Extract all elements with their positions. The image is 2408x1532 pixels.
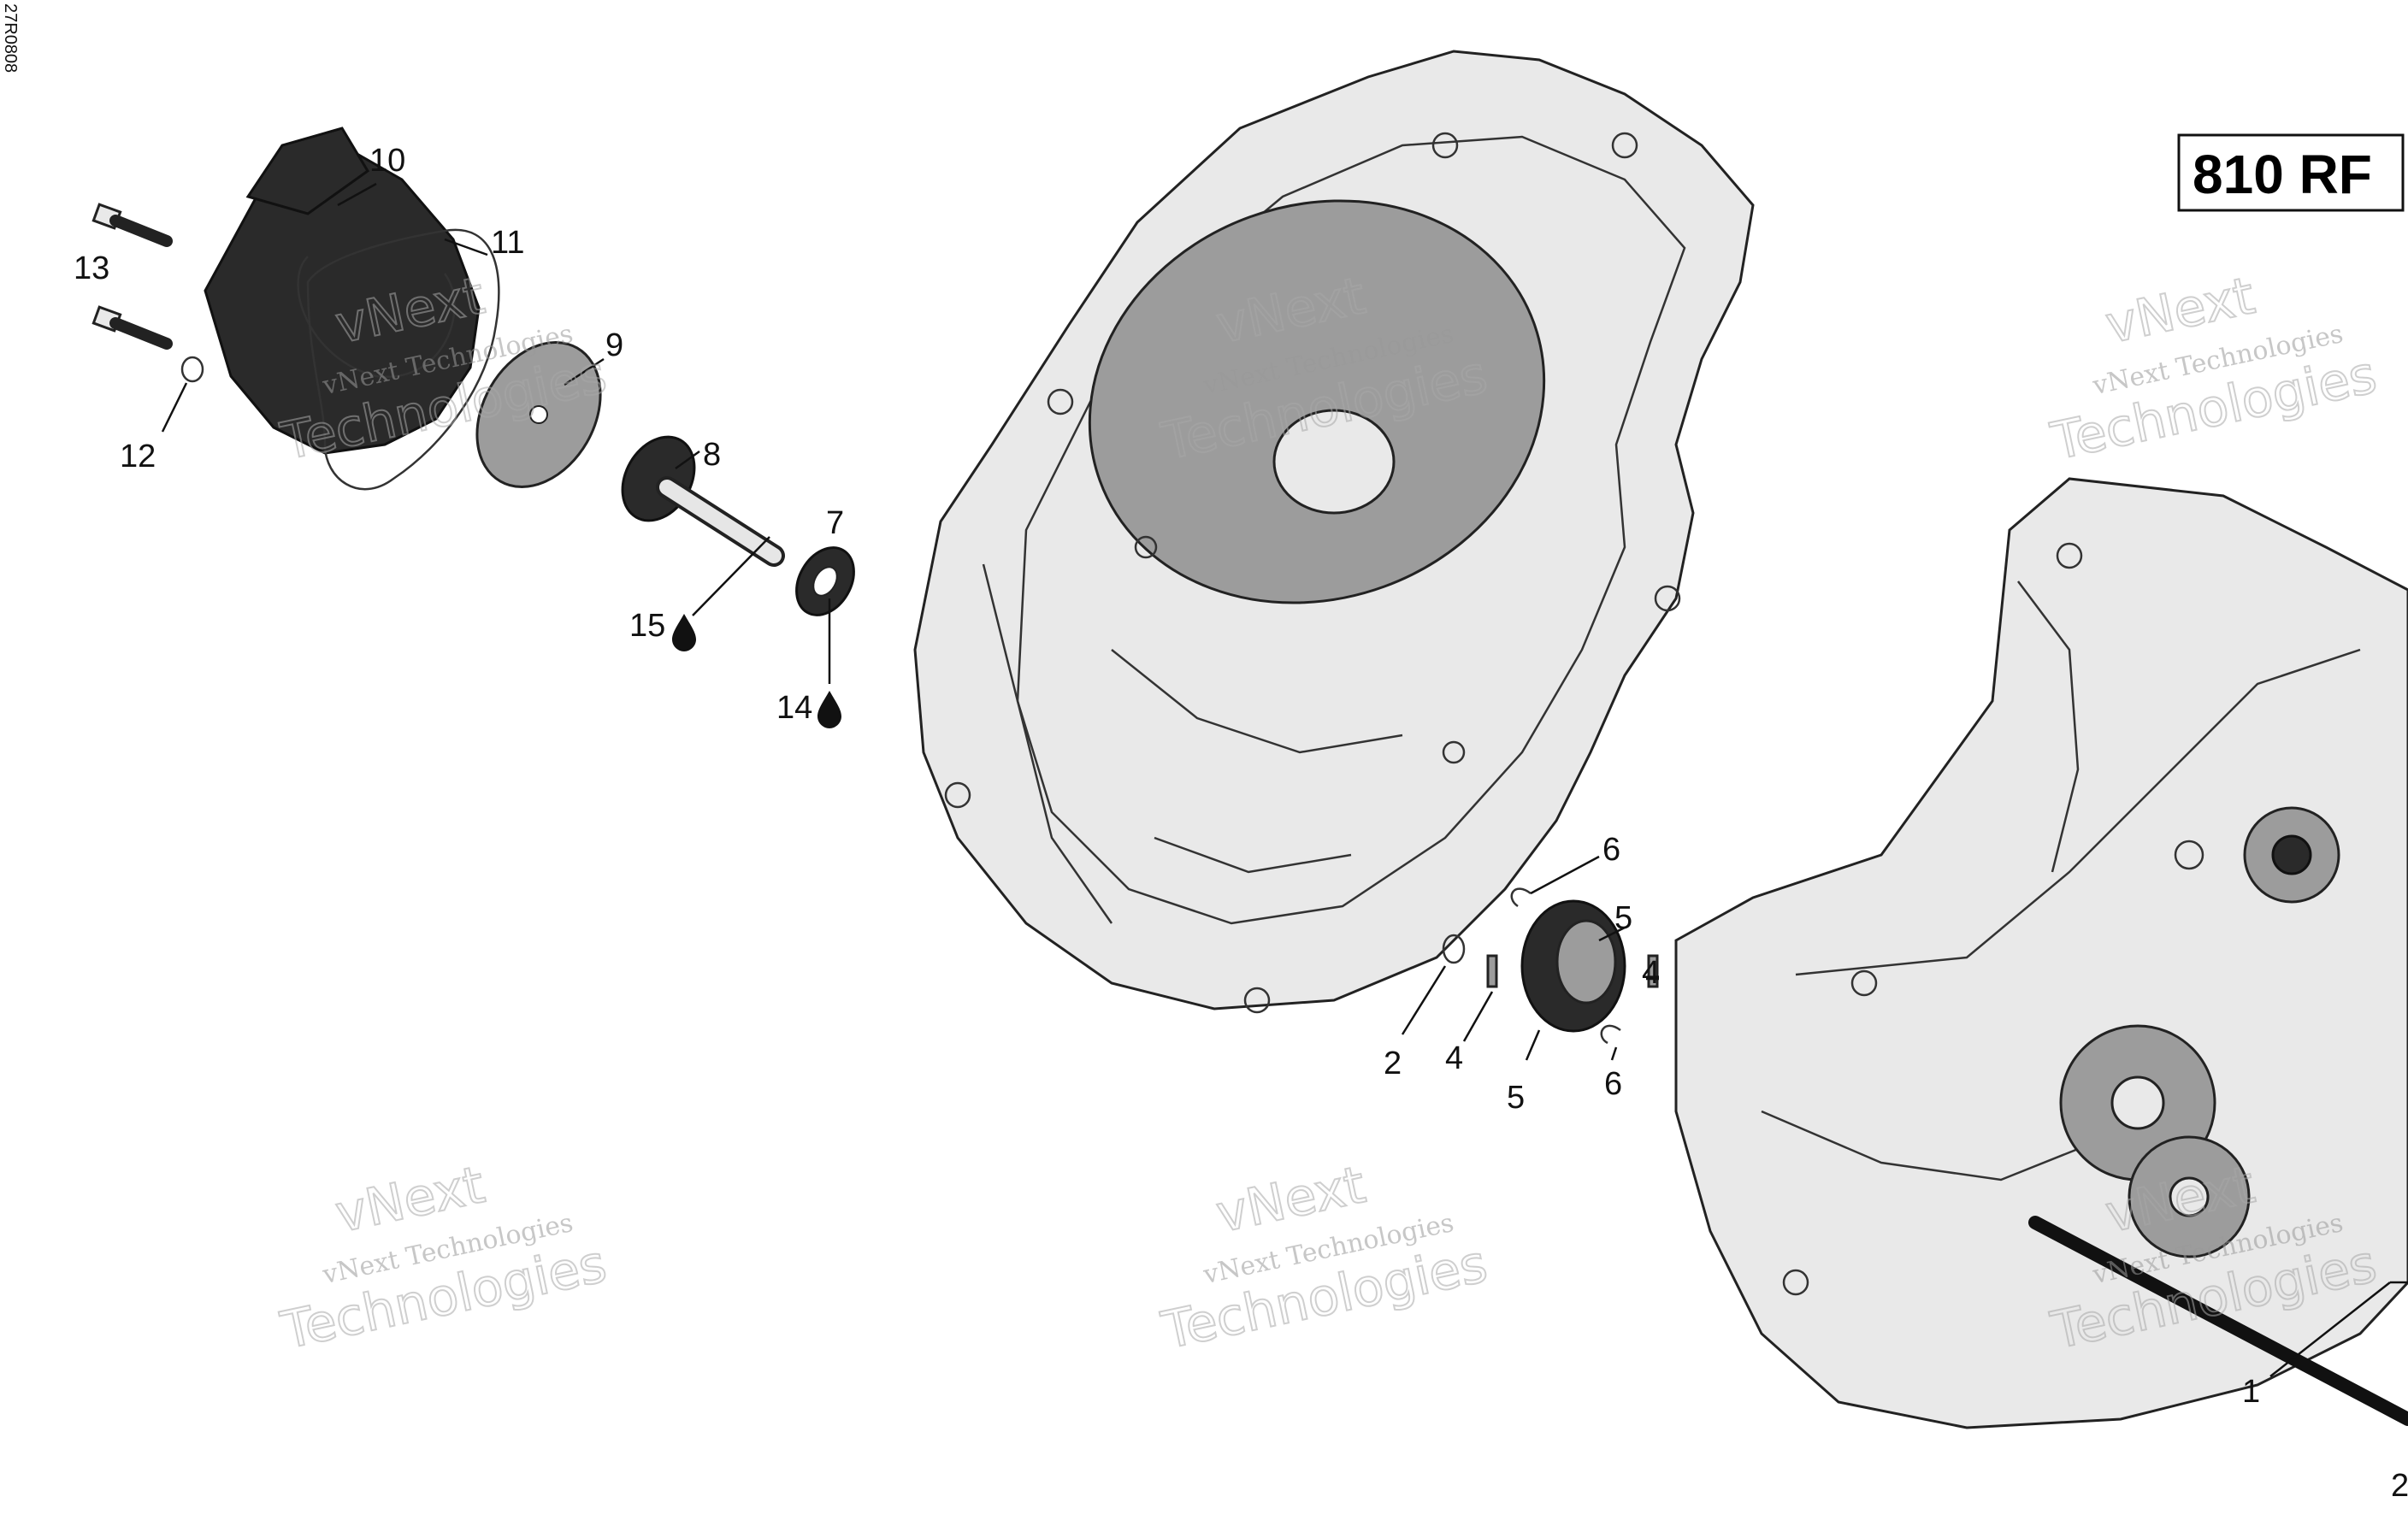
callout-15: 15 xyxy=(629,608,665,644)
pump-gasket xyxy=(306,228,500,491)
callout-5-upper: 5 xyxy=(1614,900,1632,936)
pin-right xyxy=(1647,954,1659,988)
callout-1: 1 xyxy=(2242,1374,2260,1410)
impeller xyxy=(475,341,602,488)
model-label: 810 RF xyxy=(2193,144,2372,205)
drawing-code: 27R0808 xyxy=(1,3,20,73)
oil-drop-icon xyxy=(817,691,841,728)
callout-6-upper: 6 xyxy=(1602,832,1620,868)
callout-4-left: 4 xyxy=(1445,1040,1463,1076)
watermark-bottom-center: vNext vNext Technologies Technologies xyxy=(1156,1154,1494,1362)
callout-4-right: 4 xyxy=(1642,955,1660,991)
callout-13: 13 xyxy=(74,250,109,286)
rotary-seal xyxy=(795,546,855,616)
pump-shaft xyxy=(621,435,785,567)
callout-14: 14 xyxy=(776,690,812,726)
washer xyxy=(1442,934,1466,964)
circlip-upper xyxy=(1510,887,1532,908)
water-pump-housing xyxy=(204,127,481,455)
crankcase-right xyxy=(1674,477,2408,1429)
bolt-upper xyxy=(91,203,173,247)
callouts: 10 11 13 12 9 8 7 15 14 6 5 4 2 4 5 6 1 … xyxy=(74,143,2408,1504)
oil-drop-icon xyxy=(672,614,696,651)
watermark-top-right: vNext vNext Technologies Technologies xyxy=(2045,265,2383,473)
leader-lines xyxy=(161,182,2408,1377)
o-ring-small xyxy=(180,356,204,383)
callout-11: 11 xyxy=(491,225,524,261)
model-label-box: 810 RF xyxy=(2177,133,2405,212)
callout-12: 12 xyxy=(120,439,156,474)
callout-2-right: 2 xyxy=(2391,1468,2408,1504)
pin-left xyxy=(1486,954,1498,988)
callout-9: 9 xyxy=(605,327,623,363)
watermark-bottom-left: vNext vNext Technologies Technologies xyxy=(275,1154,613,1362)
callout-8: 8 xyxy=(703,437,721,473)
crankcase-cover-center xyxy=(913,50,1755,1014)
circlip-lower xyxy=(1600,1024,1621,1045)
callout-7: 7 xyxy=(826,505,844,541)
oil-pump-gear xyxy=(1520,899,1626,1033)
bolt-lower xyxy=(91,305,173,350)
callout-10: 10 xyxy=(369,143,405,179)
callout-2-left: 2 xyxy=(1384,1046,1402,1081)
callout-5-lower: 5 xyxy=(1507,1080,1525,1116)
callout-6-lower: 6 xyxy=(1604,1066,1622,1102)
